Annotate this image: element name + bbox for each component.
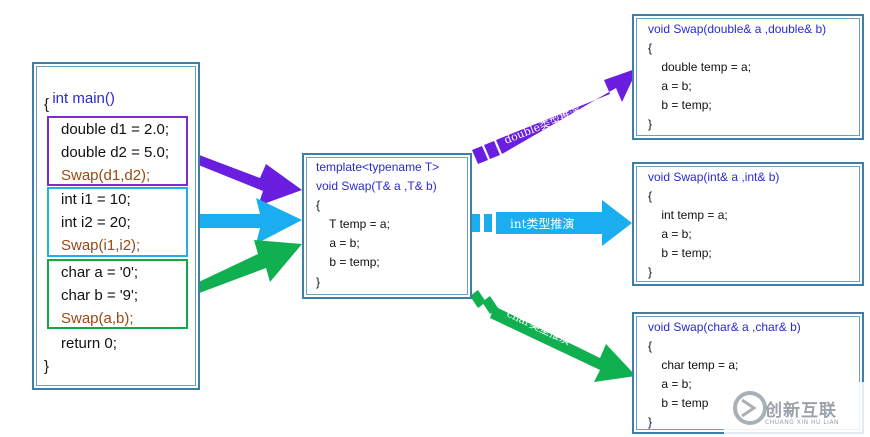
char-result-line-3: char temp = a;	[648, 358, 739, 372]
char-line-2: char b = '9';	[61, 287, 139, 304]
main-return-line: return 0;	[61, 335, 117, 352]
double-arrow-label: double类型推演	[502, 103, 583, 147]
int-result-line-6: }	[648, 265, 653, 279]
template-line-1: template<typename T>	[316, 160, 440, 174]
double-result-line-2: {	[648, 41, 653, 55]
char-result-line-6: }	[648, 415, 653, 429]
double-group-box	[47, 116, 188, 186]
int-line-1: int i1 = 10;	[61, 191, 131, 208]
template-line-4: T temp = a;	[316, 217, 390, 231]
char-result-line-4: a = b;	[648, 377, 692, 391]
watermark-text: 创新互联	[765, 401, 837, 421]
int-line-2: int i2 = 20;	[61, 214, 131, 231]
template-line-2: void Swap(T& a ,T& b)	[316, 179, 437, 193]
template-line-7: }	[316, 275, 321, 289]
double-result-line-5: b = temp;	[648, 98, 712, 112]
double-line-2: double d2 = 5.0;	[61, 144, 170, 161]
double-result-line-3: double temp = a;	[648, 60, 752, 74]
main-header: int main()	[52, 90, 115, 107]
int-group-box	[47, 187, 188, 257]
int-result-line-5: b = temp;	[648, 246, 712, 260]
char-result-line-1: void Swap(char& a ,char& b)	[648, 320, 801, 334]
int-result-line-2: {	[648, 189, 653, 203]
main-close-brace: }	[44, 358, 50, 375]
char-group-box	[47, 259, 188, 329]
double-line-1: double d1 = 2.0;	[61, 121, 170, 138]
int-result-line-3: int temp = a;	[648, 208, 728, 222]
int-arrow-right	[472, 200, 632, 246]
template-line-5: a = b;	[316, 236, 360, 250]
int-result-line-4: a = b;	[648, 227, 692, 241]
int-arrow-to-template	[186, 198, 302, 244]
double-result-line-6: }	[648, 117, 653, 131]
watermark-subtext: CHUANG XIN HU LIAN	[765, 419, 840, 426]
char-result-line-5: b = temp	[648, 396, 709, 410]
char-arrow-right	[470, 290, 636, 382]
int-line-3: Swap(i1,i2);	[61, 237, 141, 254]
template-line-3: {	[316, 198, 321, 212]
template-code-box	[302, 153, 472, 299]
char-result-line-2: {	[648, 339, 653, 353]
int-result-line-1: void Swap(int& a ,int& b)	[648, 170, 780, 184]
double-line-3: Swap(d1,d2);	[61, 167, 151, 184]
main-open-brace: {	[44, 96, 50, 113]
char-line-3: Swap(a,b);	[61, 310, 134, 327]
char-line-1: char a = '0';	[61, 264, 139, 281]
char-arrow-to-template	[186, 240, 302, 298]
double-result-line-4: a = b;	[648, 79, 692, 93]
template-line-6: b = temp;	[316, 255, 380, 269]
double-arrow-right	[472, 68, 638, 164]
double-arrow-to-template	[186, 150, 302, 206]
double-result-line-1: void Swap(double& a ,double& b)	[648, 22, 827, 36]
int-result-box	[632, 162, 864, 286]
int-arrow-label: int类型推演	[510, 216, 574, 231]
double-result-box	[632, 14, 864, 140]
